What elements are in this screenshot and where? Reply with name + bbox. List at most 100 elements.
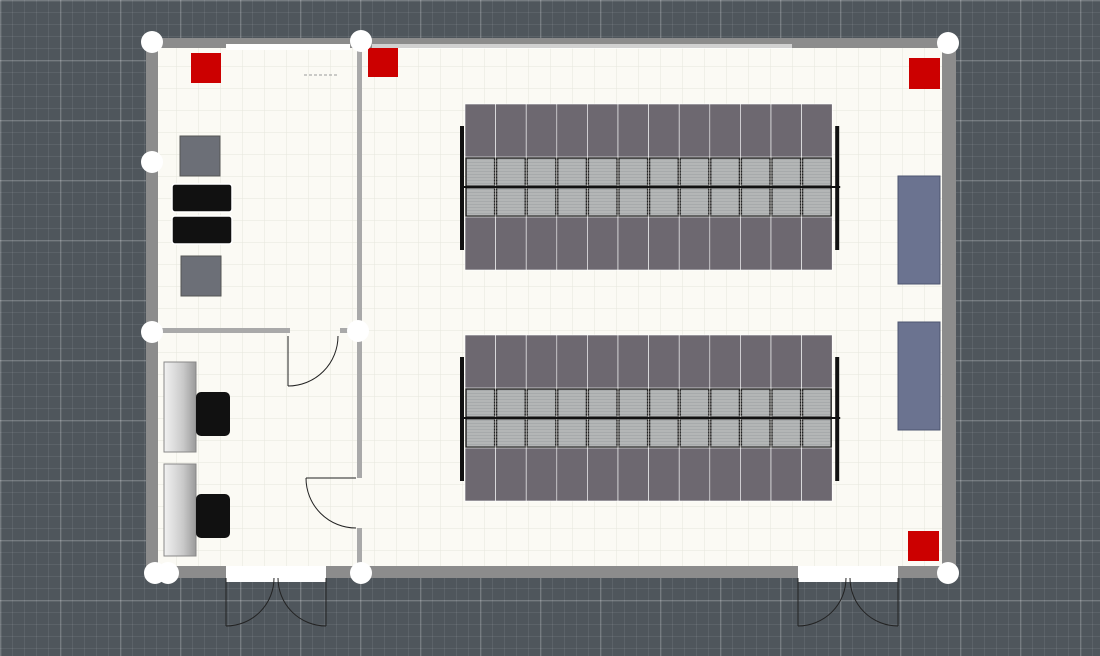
rack-cabinet-south-side[interactable] [678,447,711,502]
lower-room-equipment[interactable] [163,361,230,557]
black-chair[interactable] [171,215,233,245]
rack-tile-lower[interactable] [587,187,618,217]
rack-cabinet-north-side[interactable] [587,334,619,389]
rack-cabinet-south-side[interactable] [770,216,802,271]
rack-tile-upper[interactable] [740,157,771,187]
workstation-chair[interactable] [196,392,230,436]
rack-tile-lower[interactable] [526,187,557,217]
rack-cabinet-north-side[interactable] [617,103,649,158]
red-square-sensor-icon[interactable] [908,531,939,561]
wall-left[interactable] [146,38,158,578]
black-chair[interactable] [171,183,233,213]
rack-tile-upper[interactable] [710,157,741,187]
rack-cabinet-north-side[interactable] [525,103,558,158]
rack-cabinet-north-side[interactable] [801,103,833,158]
rack-tile-lower[interactable] [710,418,741,448]
grey-cabinet[interactable] [180,255,222,297]
grey-cabinet[interactable] [179,135,221,177]
rack-tile-lower[interactable] [465,187,496,217]
rack-cabinet-south-side[interactable] [740,216,772,271]
corner-handles[interactable] [141,30,959,584]
rack-tile-upper[interactable] [495,157,526,187]
rack-cabinet-north-side[interactable] [770,334,802,389]
rack-tile-lower[interactable] [710,187,741,217]
rack-cabinet-south-side[interactable] [495,216,527,271]
rack-cabinet-north-side[interactable] [464,334,496,389]
rack-tile-upper[interactable] [648,388,679,418]
side-cabinet[interactable] [163,463,197,557]
corner-handle-icon[interactable] [141,151,163,173]
red-square-sensor-icon[interactable] [909,58,940,89]
rack-tile-lower[interactable] [740,187,771,217]
rack-cabinet-south-side[interactable] [556,216,588,271]
rack-cabinet-north-side[interactable] [648,334,680,389]
rack-cabinet-south-side[interactable] [709,216,741,271]
rack-cabinet-south-side[interactable] [617,216,649,271]
rack-tile-lower[interactable] [740,418,771,448]
rack-tile-upper[interactable] [587,157,618,187]
cooling-units[interactable] [897,175,941,431]
partition-horizontal[interactable] [158,328,290,333]
corner-handle-icon[interactable] [347,320,369,342]
corner-handle-icon[interactable] [937,562,959,584]
red-square-sensor-icon[interactable] [191,53,221,83]
rack-cabinet-south-side[interactable] [678,216,711,271]
rack-cabinet-south-side[interactable] [770,447,802,502]
rack-row-north[interactable] [460,103,841,271]
wall-top[interactable] [148,38,956,48]
rack-tile-lower[interactable] [495,187,526,217]
partition-vertical-lower-a[interactable] [357,330,362,478]
rack-cabinet-north-side[interactable] [740,103,772,158]
rack-cabinet-south-side[interactable] [495,447,527,502]
rack-cabinet-south-side[interactable] [648,216,680,271]
rack-tile-upper[interactable] [526,388,557,418]
rack-tile-upper[interactable] [771,157,802,187]
rack-cabinet-north-side[interactable] [495,103,527,158]
cooling-unit[interactable] [897,175,941,285]
rack-row-south[interactable] [460,334,841,502]
rack-cabinet-north-side[interactable] [648,103,680,158]
rack-cabinet-north-side[interactable] [587,103,619,158]
rack-tile-lower[interactable] [465,418,496,448]
door-side-room-lower[interactable] [305,477,357,529]
rack-cabinet-north-side[interactable] [525,334,558,389]
rack-cabinet-north-side[interactable] [464,103,496,158]
rack-cabinet-north-side[interactable] [770,103,802,158]
rack-cabinet-north-side[interactable] [709,334,741,389]
rack-cabinet-north-side[interactable] [740,334,772,389]
wall-right[interactable] [942,38,956,578]
rack-cabinet-north-side[interactable] [801,334,833,389]
corner-handle-icon[interactable] [141,31,163,53]
rack-tile-lower[interactable] [618,418,649,448]
rack-cabinet-south-side[interactable] [556,447,588,502]
side-cabinet[interactable] [163,361,197,453]
rack-tile-lower[interactable] [587,418,618,448]
rack-cabinet-north-side[interactable] [678,334,711,389]
upper-room-equipment[interactable] [171,135,233,297]
rack-cabinet-south-side[interactable] [464,447,496,502]
rack-rows[interactable] [460,103,841,502]
exterior-door-left[interactable] [225,566,327,627]
partition-vertical-lower-b[interactable] [357,528,362,570]
corner-handle-icon[interactable] [157,562,179,584]
rack-cabinet-south-side[interactable] [587,447,619,502]
corner-handle-icon[interactable] [141,321,163,343]
red-markers[interactable] [191,48,940,561]
partition-vertical-upper[interactable] [357,42,362,330]
rack-cabinet-south-side[interactable] [525,447,558,502]
rack-cabinet-south-side[interactable] [587,216,619,271]
corner-handle-icon[interactable] [937,32,959,54]
corner-handle-icon[interactable] [350,562,372,584]
rack-cabinet-south-side[interactable] [709,447,741,502]
rack-cabinet-south-side[interactable] [648,447,680,502]
rack-cabinet-north-side[interactable] [495,334,527,389]
rack-tile-upper[interactable] [771,388,802,418]
rack-cabinet-south-side[interactable] [617,447,649,502]
rack-tile-upper[interactable] [465,388,496,418]
rack-cabinet-south-side[interactable] [801,447,833,502]
rack-cabinet-south-side[interactable] [464,216,496,271]
rack-cabinet-north-side[interactable] [617,334,649,389]
rack-tile-lower[interactable] [526,418,557,448]
